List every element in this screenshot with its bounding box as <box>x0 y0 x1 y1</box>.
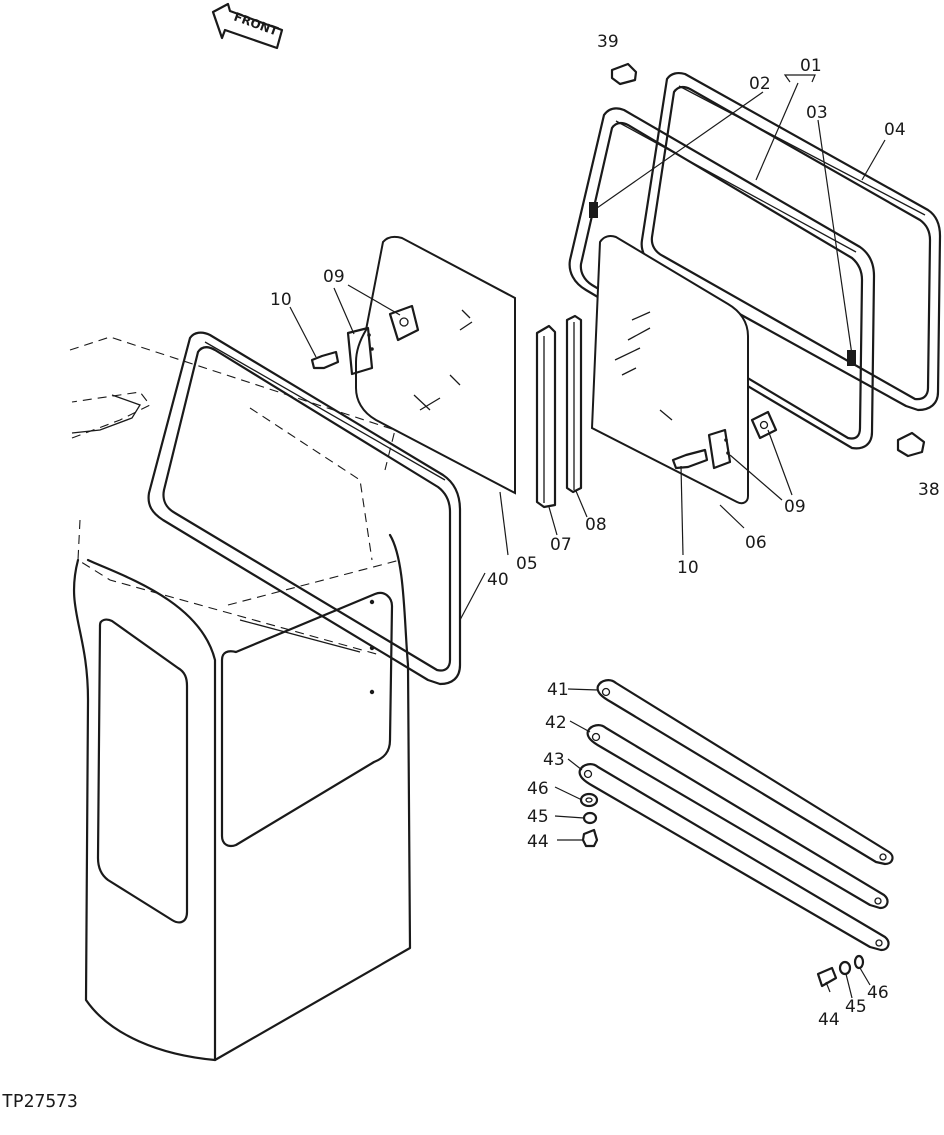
rear-window-seal <box>147 331 462 686</box>
callout-03: 03 <box>806 103 828 123</box>
callout-46-left: 46 <box>527 779 549 799</box>
figure-reference: TP27573 <box>2 1091 78 1112</box>
callout-06: 06 <box>745 533 767 553</box>
inner-window-frame <box>568 107 876 450</box>
callout-39: 39 <box>597 32 619 52</box>
callout-09-right: 09 <box>784 497 806 517</box>
callout-05: 05 <box>516 554 538 574</box>
callout-41: 41 <box>547 680 569 700</box>
callout-08: 08 <box>585 515 607 535</box>
block-39 <box>610 62 638 86</box>
block-38 <box>896 431 926 458</box>
callout-10-right: 10 <box>677 558 699 578</box>
callout-07: 07 <box>550 535 572 555</box>
callout-09-left: 09 <box>323 267 345 287</box>
callout-38: 38 <box>918 480 940 500</box>
callout-40: 40 <box>487 570 509 590</box>
callout-43: 43 <box>543 750 565 770</box>
callout-46-right: 46 <box>867 983 889 1003</box>
right-glass-panel <box>590 235 778 505</box>
left-glass-panel <box>310 235 516 495</box>
leader-lines <box>289 74 886 999</box>
callout-04: 04 <box>884 120 906 140</box>
callout-44-right: 44 <box>818 1010 840 1030</box>
channel-strips <box>535 314 583 509</box>
front-arrow: FRONT <box>211 2 284 50</box>
callout-01: 01 <box>800 56 822 76</box>
fasteners <box>579 792 865 988</box>
stay-rods <box>578 679 894 952</box>
callout-45-left: 45 <box>527 807 549 827</box>
callout-02: 02 <box>749 74 771 94</box>
cab-body <box>69 336 412 1062</box>
callout-labels: 01 02 03 04 05 06 07 08 09 09 10 10 38 3… <box>270 32 940 1030</box>
callout-44-left: 44 <box>527 832 549 852</box>
callout-10-left: 10 <box>270 290 292 310</box>
callout-45-right: 45 <box>845 997 867 1017</box>
callout-42: 42 <box>545 713 567 733</box>
